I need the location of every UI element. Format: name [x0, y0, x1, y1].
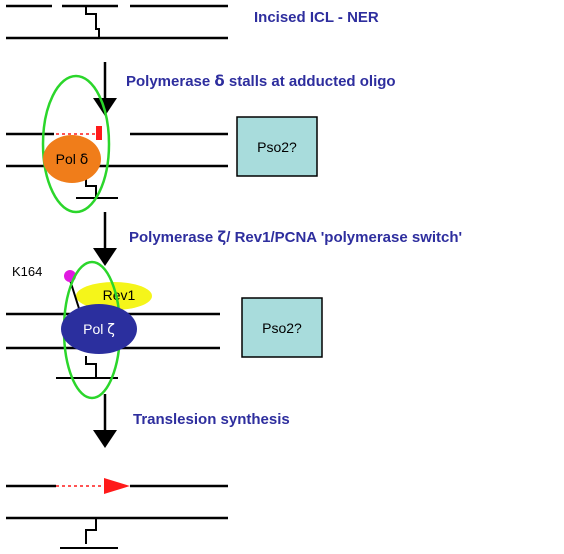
- pso2-box-1-label: Pso2?: [257, 139, 297, 155]
- step3-label: Polymerase ζ/ Rev1/PCNA 'polymerase swit…: [129, 228, 462, 246]
- crosslink-remnant: [85, 176, 97, 198]
- step4-label: Translesion synthesis: [133, 411, 290, 428]
- arrow-head-2: [93, 248, 117, 266]
- arrow-head-3: [93, 430, 117, 448]
- crosslink-remnant: [85, 356, 97, 378]
- step4-dna: [6, 478, 228, 549]
- adducted-oligo: [96, 126, 102, 140]
- delta-symbol: δ: [214, 72, 224, 90]
- zeta-symbol: ζ: [217, 228, 226, 246]
- pso2-box-2-label: Pso2?: [262, 320, 302, 336]
- step2-label: Polymerase δ stalls at adducted oligo: [126, 72, 396, 90]
- rev1-node: [76, 282, 152, 310]
- pso2-box-2: [241, 297, 323, 358]
- pcna-clamp: [41, 74, 111, 214]
- rev1-label: Rev1: [103, 287, 136, 303]
- step1-label: Incised ICL - NER: [254, 9, 379, 26]
- pol-delta-node: [43, 135, 101, 183]
- step1-dna: [6, 4, 228, 40]
- crosslink-remnant: [85, 518, 97, 544]
- step2-dna: Pol δ: [6, 74, 228, 214]
- synthesis-direction-arrow: [104, 478, 130, 494]
- pol-zeta-label: Pol ζ: [83, 321, 115, 338]
- crosslink-adduct: [85, 6, 100, 38]
- pol-delta-label: Pol δ: [56, 151, 89, 168]
- k164-label: K164: [12, 264, 42, 279]
- step3-dna: Rev1 K164 Pol ζ: [6, 260, 220, 400]
- pso2-box-1: [236, 116, 318, 177]
- pol-zeta-node: [61, 304, 137, 354]
